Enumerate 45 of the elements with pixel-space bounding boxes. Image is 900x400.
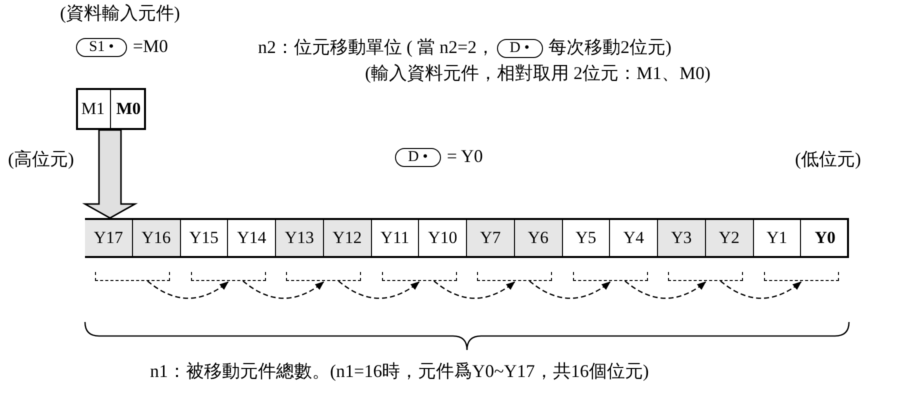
register-cell: Y17 bbox=[85, 220, 133, 256]
note-text: (輸入資料元件，相對取用 2位元：M1、M0) bbox=[365, 62, 710, 84]
block-arrow bbox=[82, 129, 138, 219]
dashed-bracket bbox=[572, 272, 648, 281]
register-cell: Y15 bbox=[180, 220, 228, 256]
dashed-bracket bbox=[668, 272, 743, 281]
dashed-arrow bbox=[720, 280, 802, 299]
register-cell: Y0 bbox=[801, 220, 849, 256]
operand-symbol: D • bbox=[395, 148, 441, 167]
register-cell: Y11 bbox=[372, 220, 420, 256]
dashed-arrow bbox=[529, 280, 611, 299]
register-row bbox=[85, 218, 849, 258]
operand-symbol: S1 • bbox=[76, 38, 127, 57]
formula-text: = Y0 bbox=[446, 145, 483, 167]
note-text: n1：被移動元件總數。(n1=16時，元件爲Y0~Y17，共16個位元) bbox=[150, 360, 649, 382]
operand-symbol: D • bbox=[496, 39, 542, 58]
data-cell: M0 bbox=[111, 90, 146, 128]
note-text: (低位元) bbox=[795, 148, 861, 170]
dashed-bracket bbox=[764, 272, 838, 281]
dashed-bracket bbox=[190, 272, 266, 281]
dashed-bracket bbox=[95, 272, 170, 281]
note-text: (高位元) bbox=[8, 148, 74, 170]
register-cell: Y6 bbox=[514, 220, 562, 256]
dashed-arrow bbox=[338, 280, 420, 299]
register-cell: Y1 bbox=[754, 220, 802, 256]
dashed-bracket bbox=[382, 272, 456, 281]
dashed-arrow bbox=[434, 280, 516, 299]
register-cell: Y12 bbox=[324, 220, 372, 256]
register-cell: Y2 bbox=[706, 220, 754, 256]
dashed-arrow bbox=[147, 280, 229, 299]
dashed-arrow bbox=[624, 280, 706, 299]
register-cell: Y3 bbox=[658, 220, 706, 256]
register-cell: Y5 bbox=[562, 220, 610, 256]
register-cell: Y7 bbox=[467, 220, 515, 256]
data-cell: M1 bbox=[76, 90, 111, 128]
dashed-bracket bbox=[477, 272, 552, 281]
register-cell: Y13 bbox=[276, 220, 324, 256]
dashed-arrow bbox=[242, 280, 324, 299]
note-text: n2：位元移動單位 ( 當 n2=2， bbox=[258, 36, 495, 58]
register-cell: Y16 bbox=[132, 220, 180, 256]
data-box bbox=[76, 88, 146, 130]
dashed-bracket bbox=[286, 272, 361, 281]
note-text: 每次移動2位元) bbox=[548, 36, 672, 58]
note-text: (資料輸入元件) bbox=[60, 2, 180, 24]
formula-text: =M0 bbox=[132, 35, 168, 57]
